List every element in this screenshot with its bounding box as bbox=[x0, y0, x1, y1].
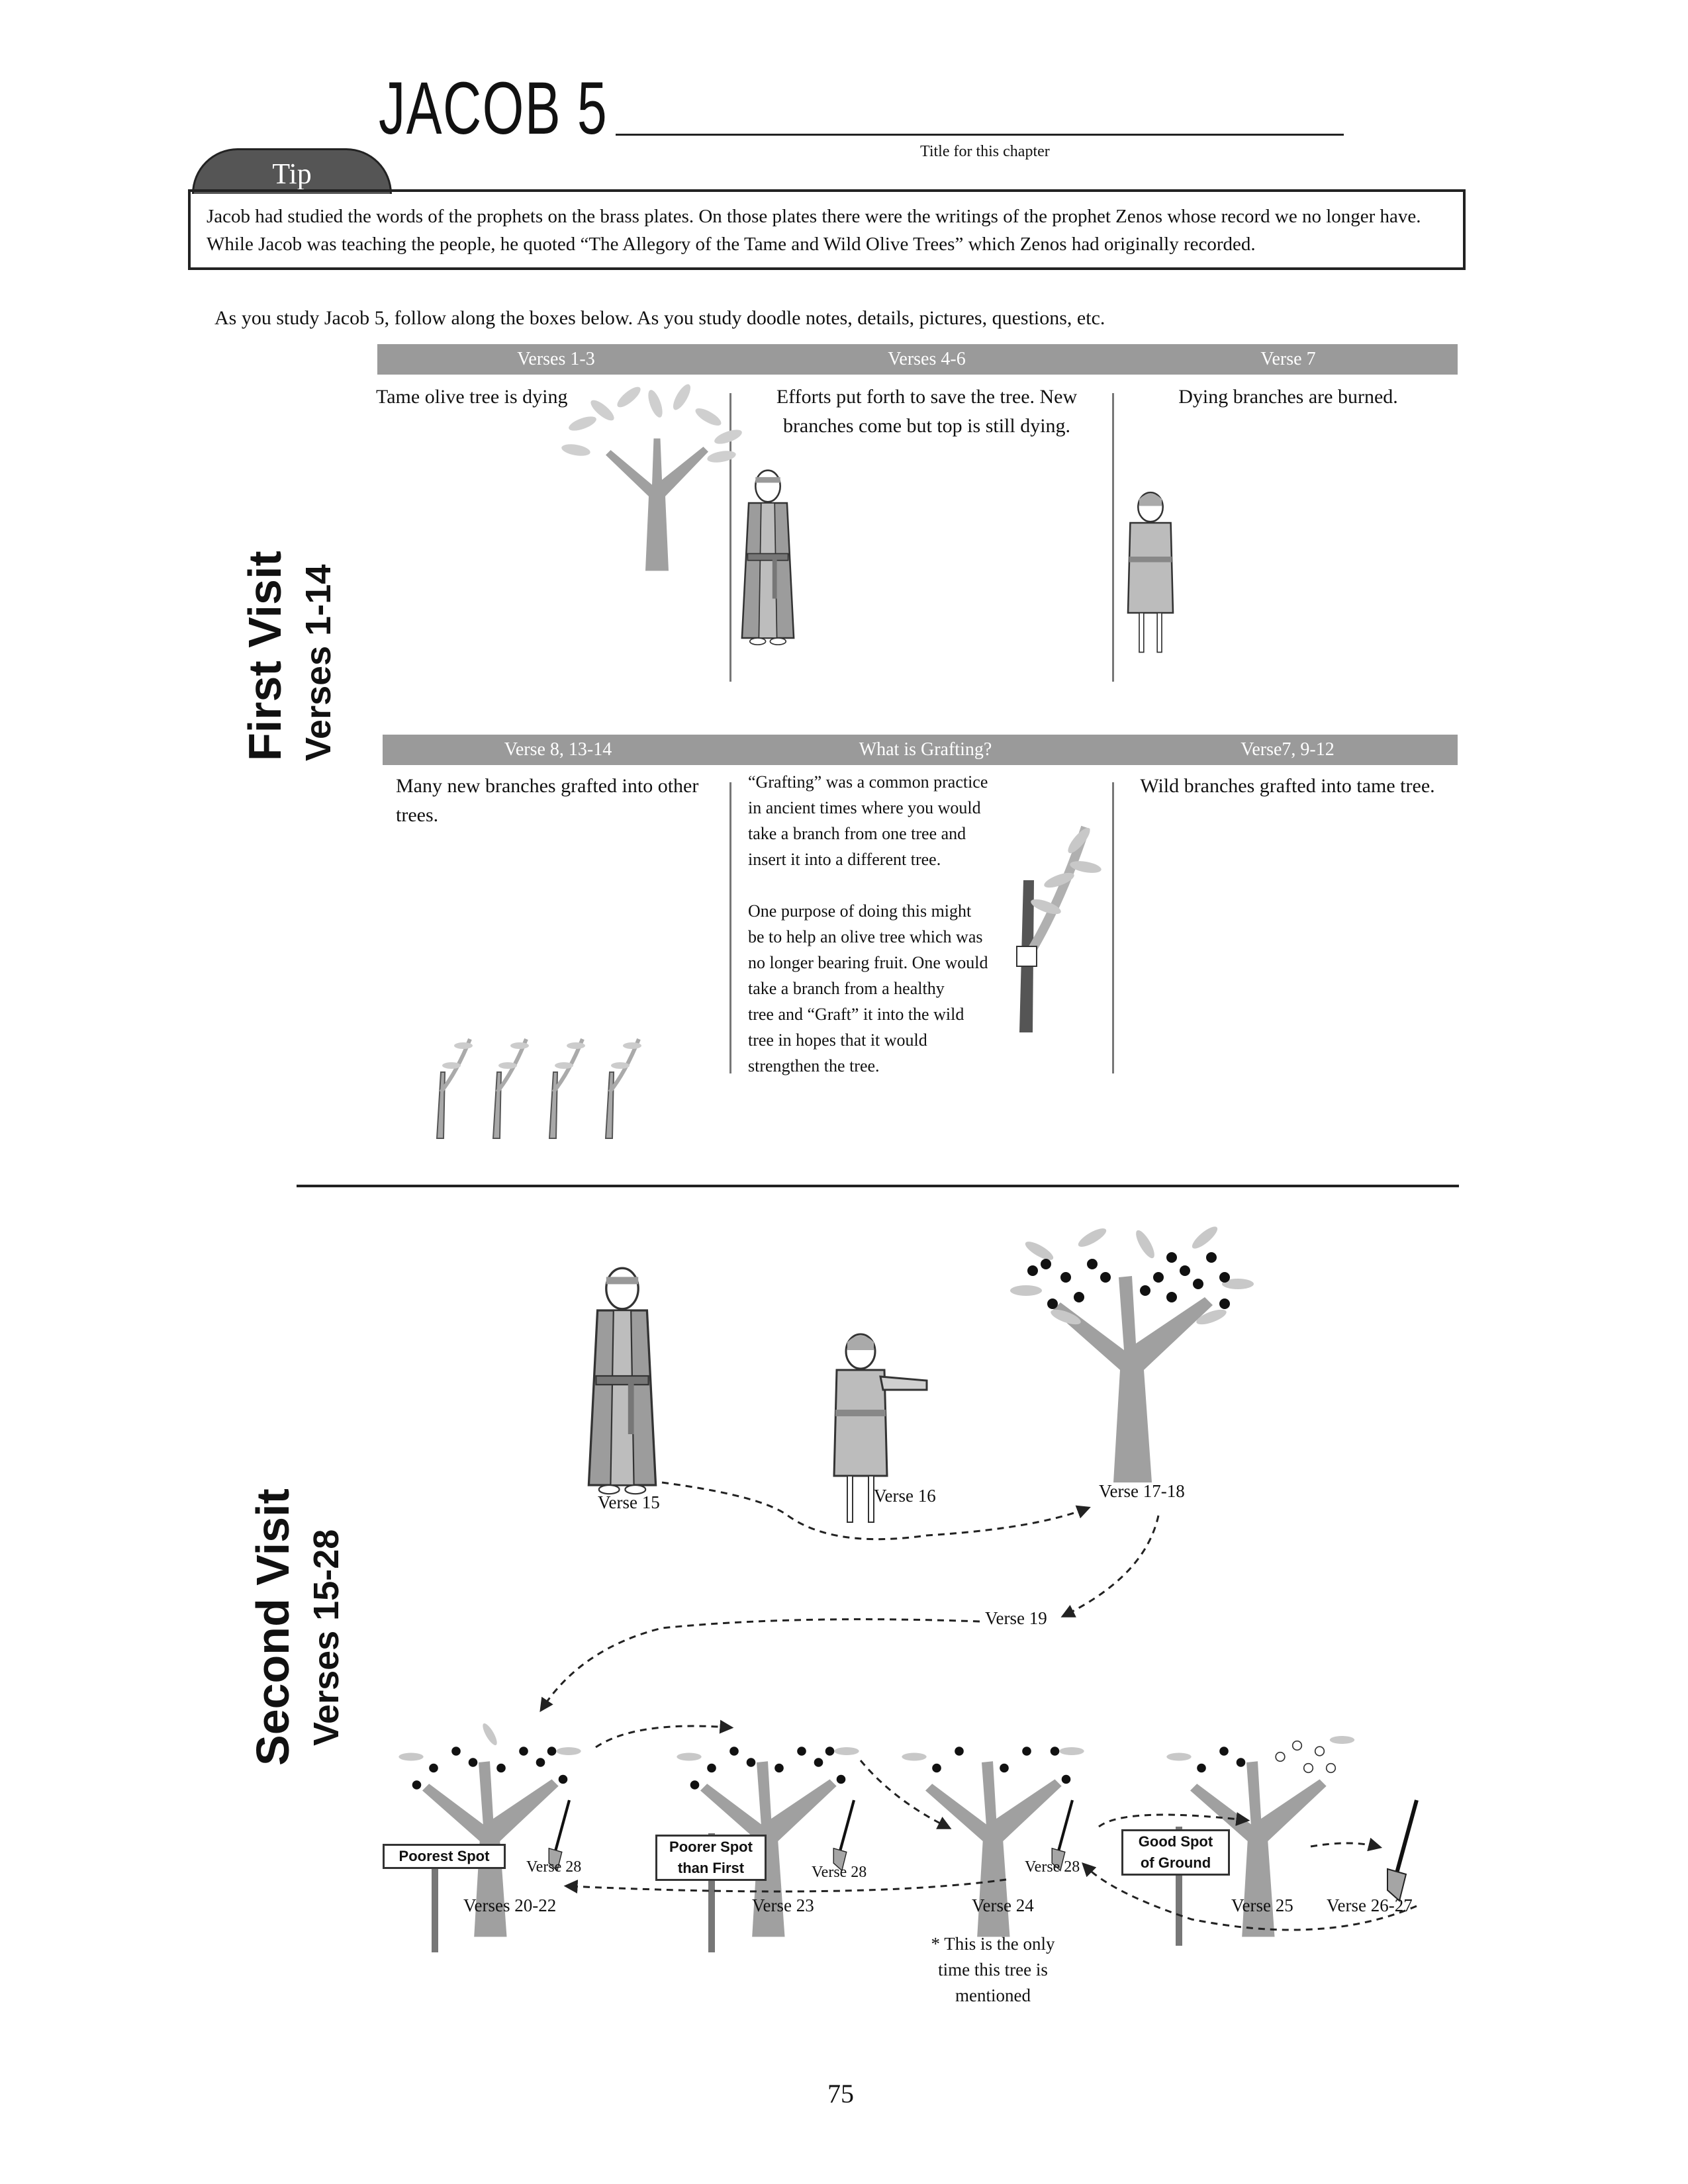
master-figure bbox=[742, 471, 794, 645]
label-verse-15: Verse 15 bbox=[598, 1492, 660, 1513]
page-number: 75 bbox=[827, 2078, 854, 2109]
label-verse-19: Verse 19 bbox=[985, 1608, 1047, 1629]
fruitful-tree bbox=[1010, 1223, 1254, 1482]
dying-tree-illustration bbox=[561, 382, 743, 571]
shovel-icon bbox=[1387, 1800, 1417, 1901]
sign-poorer-line2: than First bbox=[657, 1858, 765, 1879]
note-line: mentioned bbox=[914, 1983, 1072, 2009]
label-verse-25: Verse 25 bbox=[1231, 1895, 1293, 1916]
label-verses-26-27: Verse 26-27 bbox=[1327, 1895, 1413, 1916]
label-verse-17-18: Verse 17-18 bbox=[1099, 1481, 1185, 1502]
graft-branch-illustration bbox=[1017, 825, 1102, 1032]
label-verse-23: Verse 23 bbox=[752, 1895, 814, 1916]
shovel-icon bbox=[833, 1800, 854, 1870]
label-verse-24: Verse 24 bbox=[972, 1895, 1034, 1916]
sign-good-line1: Good Spot bbox=[1123, 1831, 1228, 1852]
label-verse-16: Verse 16 bbox=[874, 1486, 936, 1506]
sign-poorer-spot: Poorer Spot than First bbox=[655, 1835, 767, 1881]
label-verses-20-22: Verses 20-22 bbox=[463, 1895, 556, 1916]
note-line: * This is the only bbox=[914, 1931, 1072, 1957]
label-verse-28-c: Verse 28 bbox=[1025, 1858, 1080, 1876]
sign-good-line2: of Ground bbox=[1123, 1852, 1228, 1874]
sign-poorer-line1: Poorer Spot bbox=[657, 1837, 765, 1858]
sign-good-spot: Good Spot of Ground bbox=[1121, 1829, 1230, 1876]
sign-poorest-spot: Poorest Spot bbox=[383, 1844, 506, 1869]
grafted-branches-illustration bbox=[437, 1039, 641, 1138]
tree-mention-note: * This is the only time this tree is men… bbox=[914, 1931, 1072, 2009]
master-figure-large bbox=[588, 1268, 655, 1494]
label-verse-28-b: Verse 28 bbox=[812, 1864, 867, 1882]
label-verse-28-a: Verse 28 bbox=[526, 1858, 581, 1876]
servant-figure bbox=[1128, 492, 1173, 652]
note-line: time this tree is bbox=[914, 1957, 1072, 1983]
